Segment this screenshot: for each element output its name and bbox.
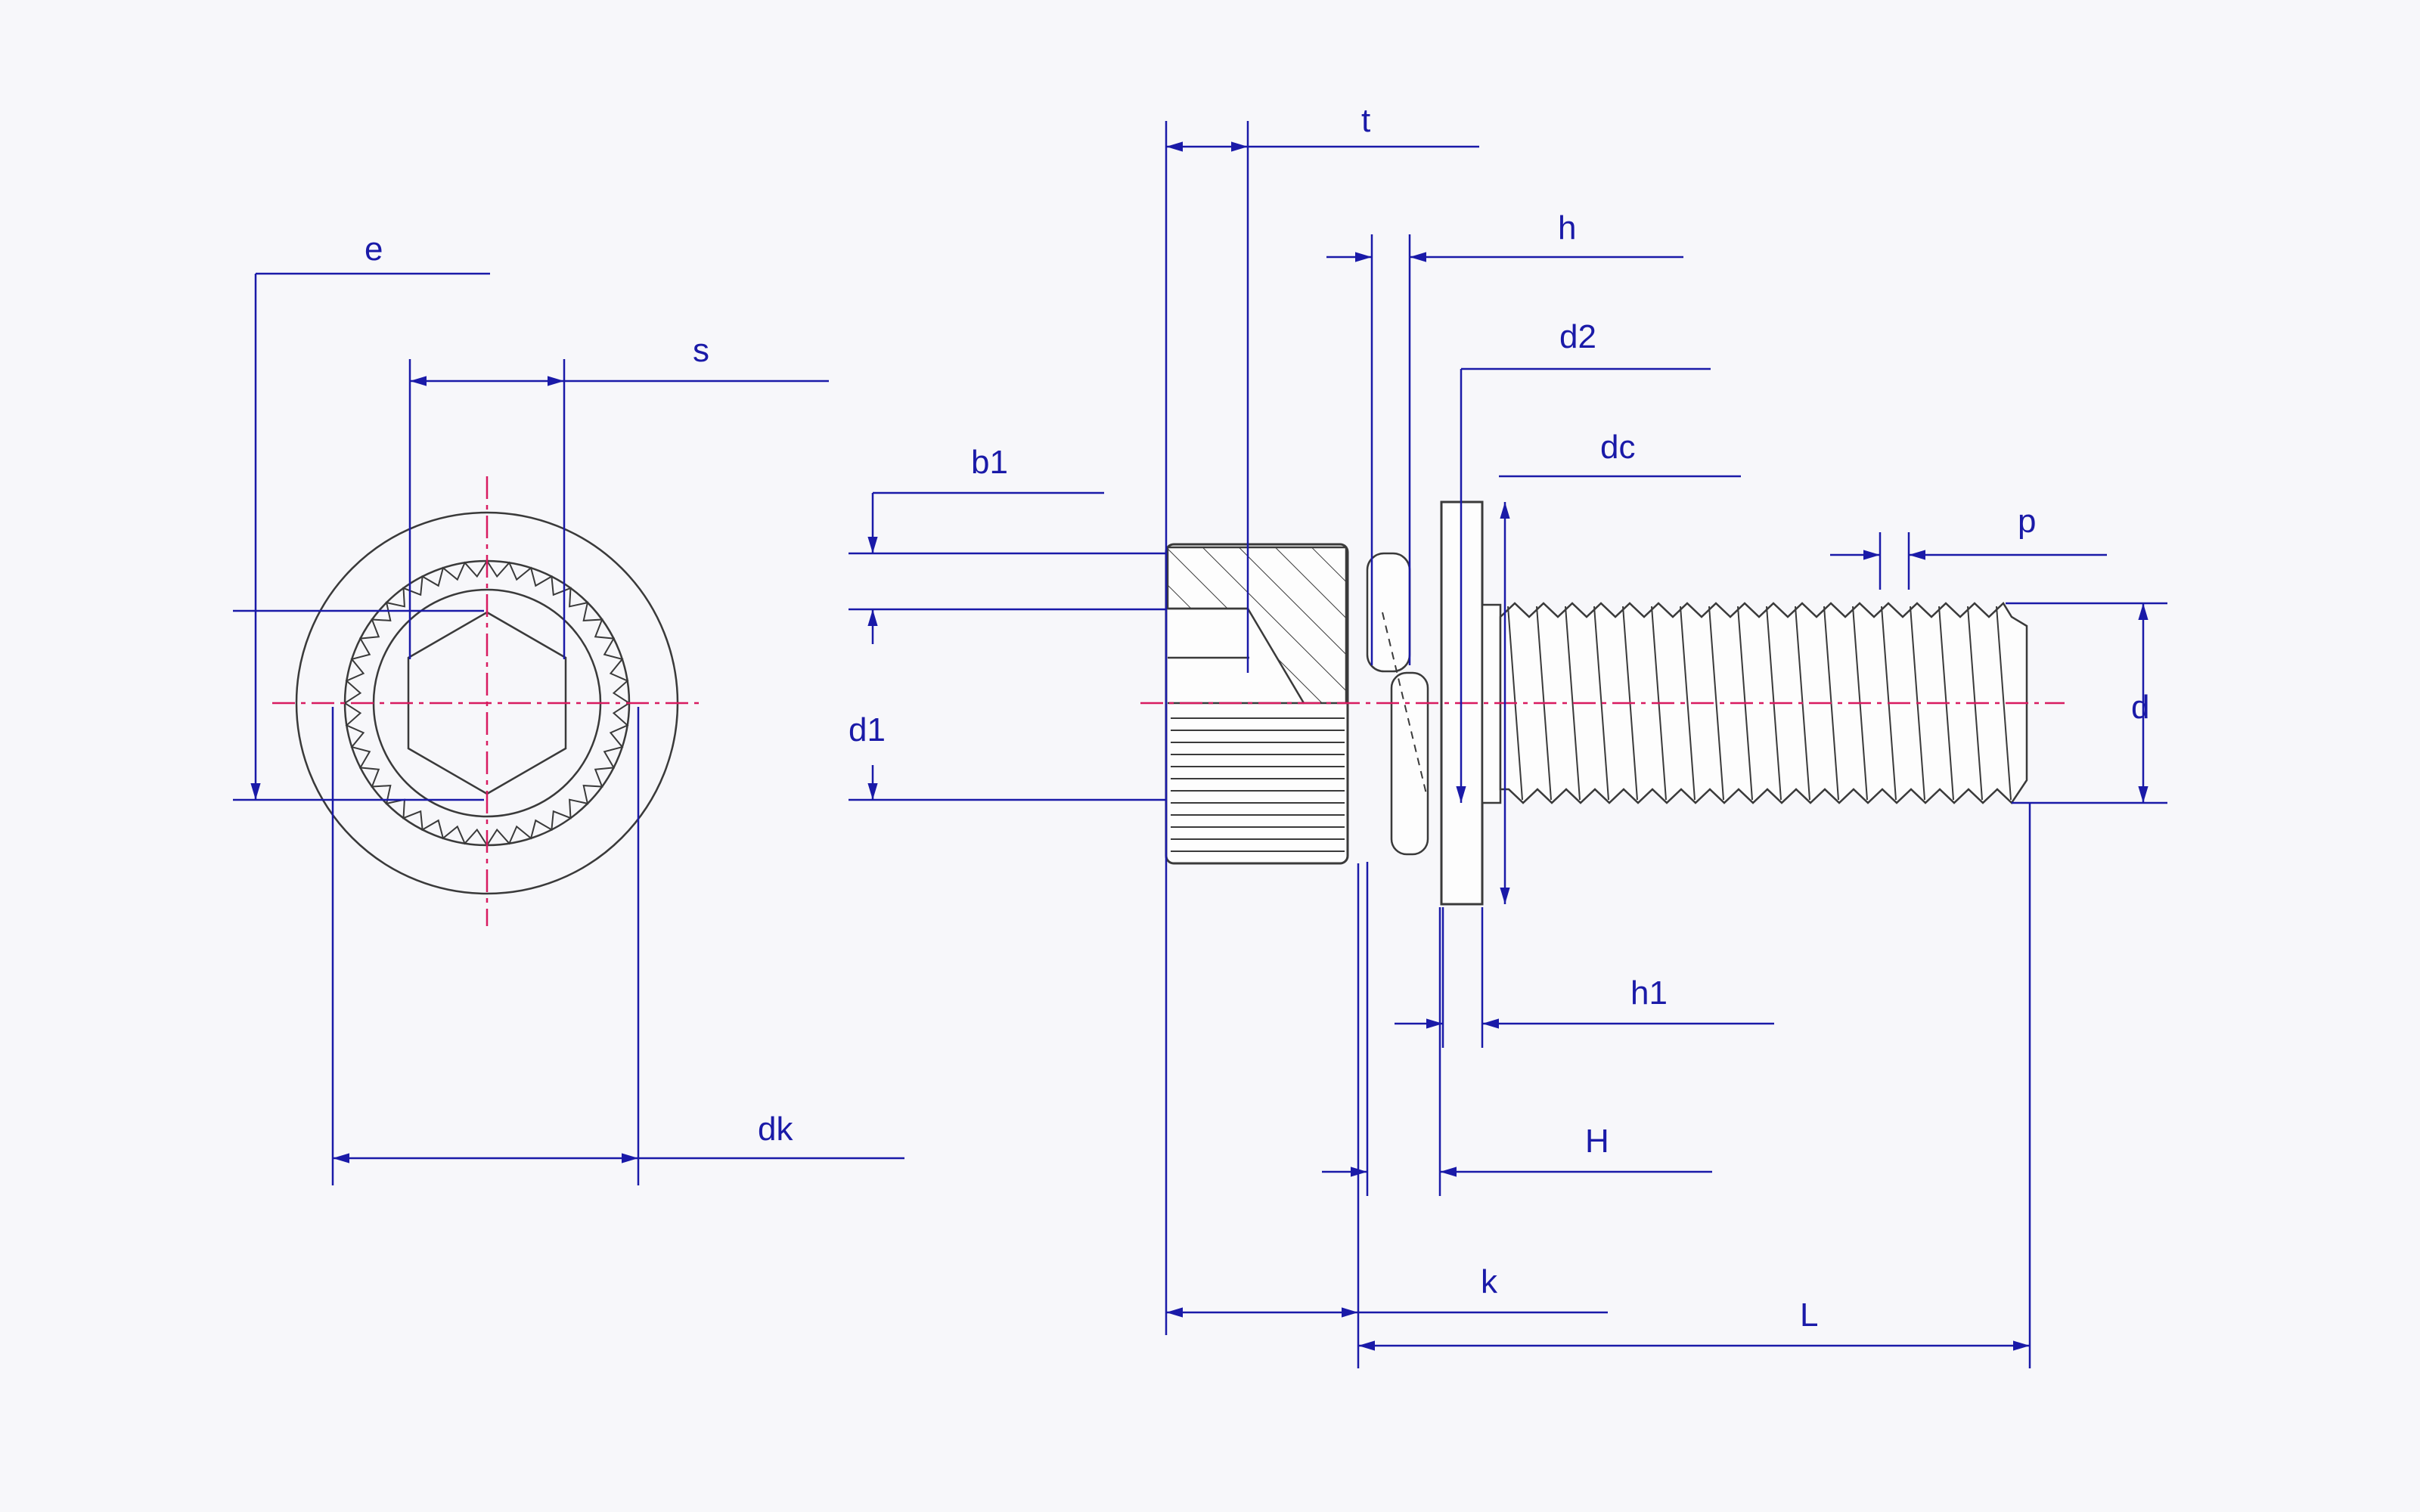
head-knurl-lines [1171,717,1345,852]
label-e: e [365,231,383,268]
label-H: H [1585,1123,1609,1160]
label-s: s [693,332,709,369]
label-b1: b1 [971,444,1008,481]
label-d2: d2 [1559,318,1596,355]
label-L: L [1800,1297,1818,1334]
label-p: p [2018,503,2036,540]
label-k: k [1481,1263,1498,1300]
end-view-centerlines [272,476,703,926]
thread-lines [1507,606,2012,801]
label-h: h [1558,209,1576,246]
end-view-dimensions [233,272,904,1185]
side-view-dimensions [849,121,2167,1368]
lock-washer-upper [1366,552,1411,673]
label-d1: d1 [849,711,886,748]
label-dc: dc [1600,429,1635,466]
lock-washer-lower [1390,671,1429,856]
label-h1: h1 [1630,974,1668,1012]
label-t: t [1361,102,1370,139]
label-dk: dk [758,1111,793,1148]
label-d: d [2131,689,2149,726]
